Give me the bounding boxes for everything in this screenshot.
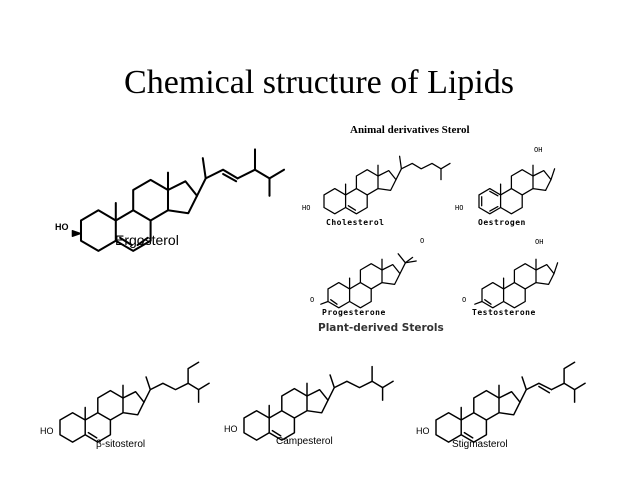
campesterol-drawing: HO xyxy=(224,365,394,441)
testosterone-o-label: O xyxy=(462,296,466,304)
progesterone-ketone-label: O xyxy=(420,237,424,245)
stigmasterol-name: Stigmasterol xyxy=(452,439,508,450)
oestrogen-oh-label: OH xyxy=(534,146,542,154)
sitosterol-name: β-sitosterol xyxy=(96,439,146,450)
stigmasterol-ho-label: HO xyxy=(416,426,430,436)
campesterol-ho-label: HO xyxy=(224,424,238,434)
cholesterol-ho-label: HO xyxy=(302,204,310,212)
animal-sterol-heading: Animal derivatives Sterol xyxy=(350,124,470,136)
slide-title: Chemical structure of Lipids xyxy=(124,64,514,101)
oestrogen-ho-label: HO xyxy=(455,204,463,212)
testosterone-oh-label: OH xyxy=(535,238,543,246)
campesterol-name: Campesterol xyxy=(276,436,333,447)
cholesterol-name: Cholesterol xyxy=(326,218,385,227)
stigmasterol-drawing: HO xyxy=(416,361,586,443)
ergosterol-name: Ergosterol xyxy=(115,232,179,248)
testosterone-drawing: O OH xyxy=(462,238,559,309)
progesterone-drawing: O O xyxy=(310,237,424,309)
ergosterol-drawing: HO xyxy=(55,148,286,252)
cholesterol-drawing: HO xyxy=(302,155,451,215)
progesterone-o-label: O xyxy=(310,296,314,304)
ergosterol-ho-label: HO xyxy=(55,222,69,232)
plant-sterol-heading: Plant-derived Sterols xyxy=(318,322,444,334)
oestrogen-drawing: HO OH xyxy=(455,146,556,215)
testosterone-name: Testosterone xyxy=(472,308,536,317)
oestrogen-name: Oestrogen xyxy=(478,218,526,227)
progesterone-name: Progesterone xyxy=(322,308,386,317)
sitosterol-drawing: HO xyxy=(40,361,210,443)
sitosterol-ho-label: HO xyxy=(40,426,54,436)
